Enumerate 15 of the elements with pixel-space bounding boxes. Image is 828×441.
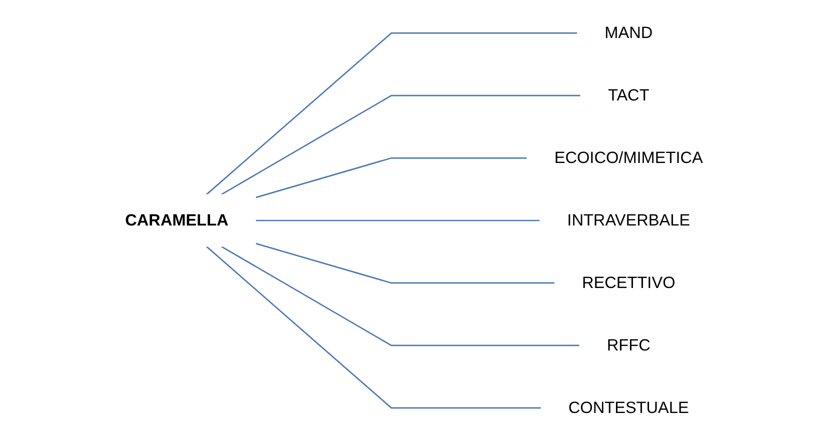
node-text: TACT [608, 86, 650, 104]
connector [206, 246, 542, 409]
connector [220, 94, 581, 196]
node-text: INTRAVERBALE [567, 210, 690, 230]
connector [255, 157, 528, 198]
node-text: RECETTIVO [582, 273, 676, 292]
node-text: RFFC [606, 336, 650, 354]
connector [255, 242, 555, 284]
connector [256, 220, 540, 222]
node-text: CONTESTUALE [568, 398, 689, 417]
node-text: ECOICO/MIMETICA [554, 148, 703, 167]
connector [220, 246, 580, 346]
node-text: CARAMELLA [125, 210, 228, 230]
node-text: MAND [604, 24, 653, 42]
connector [206, 32, 578, 196]
